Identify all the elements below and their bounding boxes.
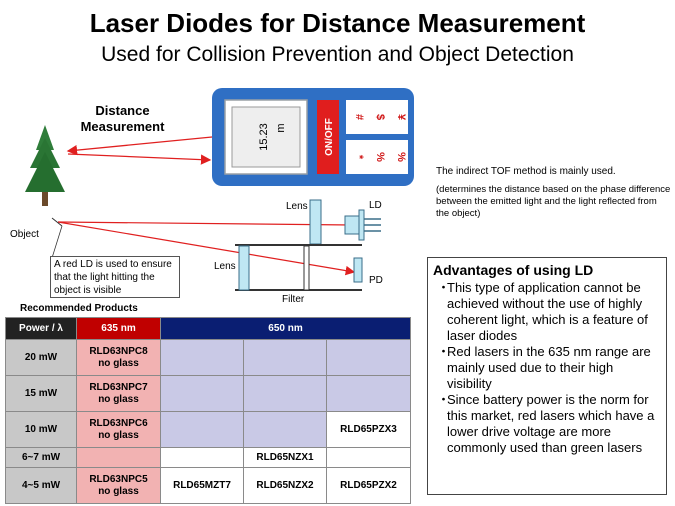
product-650-cell (160, 411, 244, 448)
power-cell: 15 mW (5, 375, 77, 412)
product-650-cell (325, 339, 412, 376)
optical-beam-out (57, 221, 353, 226)
power-cell: 10 mW (5, 411, 77, 448)
laser-beam-outgoing (66, 136, 213, 156)
ld-label: LD (369, 200, 382, 211)
top-key-1: $ (374, 114, 386, 120)
table-row: 6~7 mW RLD65NZX1 (5, 447, 412, 468)
lens-top (309, 199, 322, 245)
advantages-list: This type of application cannot be achie… (433, 280, 661, 456)
lens-bottom (238, 245, 250, 291)
product-650-cell: RLD65MZT7 (160, 467, 244, 504)
advantages-title: Advantages of using LD (433, 262, 594, 278)
list-item: This type of application cannot be achie… (433, 280, 661, 344)
lens-bottom-label: Lens (214, 261, 236, 272)
bottom-key-1: % (374, 152, 386, 162)
power-cell: 20 mW (5, 339, 77, 376)
bottom-key-2: % (395, 152, 407, 162)
pd-label: PD (369, 275, 383, 286)
product-650-cell: RLD65NZX2 (243, 467, 327, 504)
tof-method-detail: (determines the distance based on the ph… (436, 184, 671, 219)
header-635nm: 635 nm (76, 317, 161, 340)
product-650-cell (160, 339, 244, 376)
header-power: Power / λ (5, 317, 77, 340)
display-unit: m (275, 123, 287, 132)
recommended-products-label: Recommended Products (20, 303, 138, 314)
photodiode-icon (353, 257, 363, 283)
distance-measurement-label: Distance Measurement (80, 103, 165, 134)
header-650nm: 650 nm (159, 317, 412, 340)
product-650-cell: RLD65NZX1 (243, 447, 327, 468)
distance-meter-device: 15.23 m ON/OFF # $ ¥ *%% (212, 88, 414, 186)
top-key-0: # (353, 114, 365, 120)
product-650-cell: RLD65PZX3 (325, 411, 412, 448)
object-label: Object (10, 229, 39, 240)
top-key-2: ¥ (395, 114, 407, 121)
list-item: Red lasers in the 635 nm range are mainl… (433, 344, 661, 392)
tree-icon (25, 125, 65, 206)
product-650-cell (160, 375, 244, 412)
laser-diode-icon (344, 209, 381, 241)
list-item: Since battery power is the norm for this… (433, 392, 661, 456)
onoff-label: ON/OFF (324, 118, 335, 156)
product-650-cell (243, 339, 327, 376)
product-650-cell: RLD65PZX2 (325, 467, 412, 504)
power-cell: 6~7 mW (5, 447, 77, 468)
red-ld-note: A red LD is used to ensure that the ligh… (50, 256, 180, 298)
onoff-button (317, 100, 339, 174)
product-650-cell (325, 447, 412, 468)
product-635-cell (76, 447, 161, 468)
advantages-box: Advantages of using LD This type of appl… (427, 257, 667, 495)
product-650-cell (160, 447, 244, 468)
filter-label: Filter (282, 294, 305, 305)
page-subtitle: Used for Collision Prevention and Object… (101, 43, 574, 66)
product-650-cell (243, 375, 327, 412)
page-title: Laser Diodes for Distance Measurement (89, 8, 586, 38)
display-value: 15.23 (258, 123, 270, 151)
laser-beam-return (67, 153, 212, 165)
power-cell: 4~5 mW (5, 467, 77, 504)
lens-top-label: Lens (286, 201, 308, 212)
tof-method-text: The indirect TOF method is mainly used. (436, 166, 616, 177)
product-650-cell (325, 375, 412, 412)
table-header-row: Power / λ 635 nm 650 nm (5, 317, 412, 340)
filter (303, 245, 310, 291)
bottom-key-0: * (353, 155, 365, 160)
product-650-cell (243, 411, 327, 448)
